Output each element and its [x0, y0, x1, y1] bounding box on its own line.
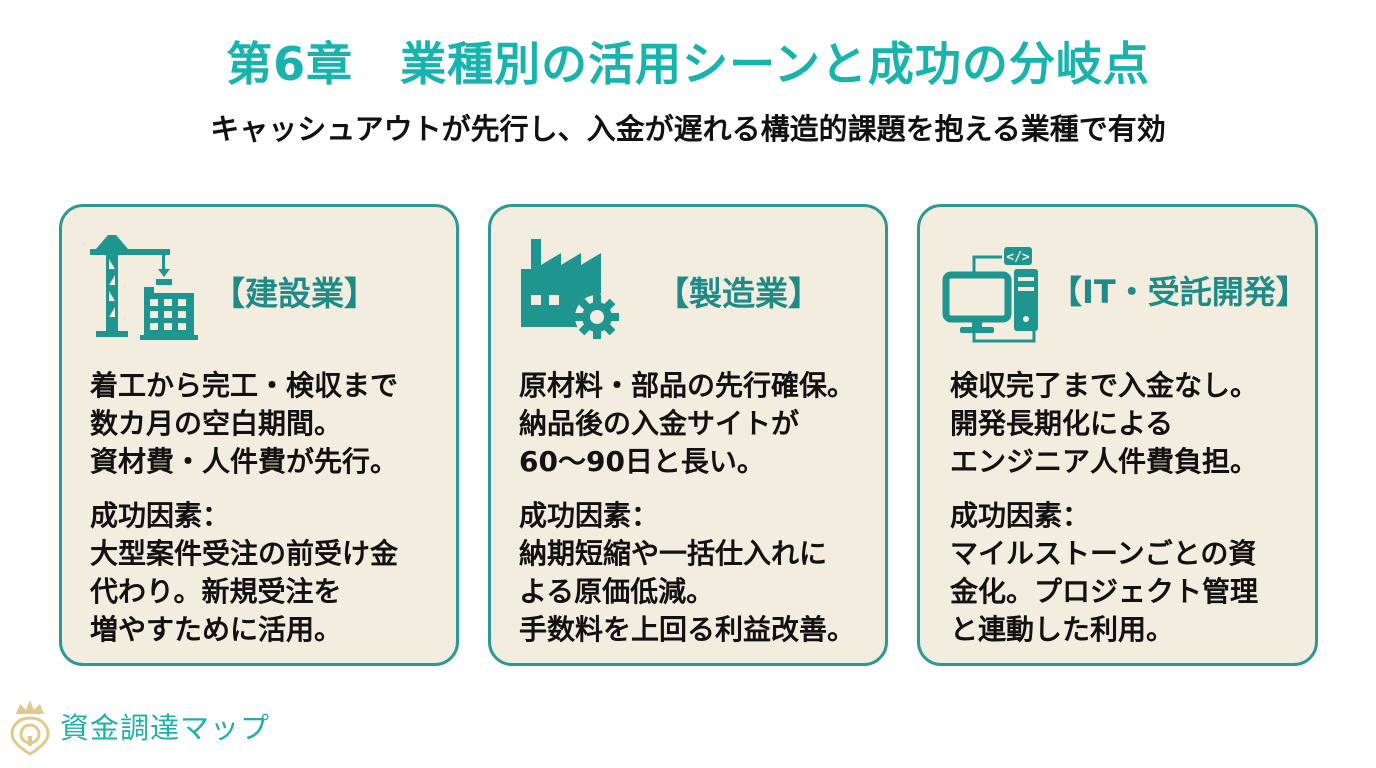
success-factor-label: 成功因素： — [90, 499, 231, 532]
svg-text:</>: </> — [1006, 250, 1030, 265]
card-description: 着工から完工・検収まで 数カ月の空白期間。 資材費・人件費が先行。 — [90, 369, 399, 478]
card-description: 原材料・部品の先行確保。 納品後の入金サイトが 60〜90日と長い。 — [519, 369, 856, 478]
card-heading: 【IT・受託開発】 — [1050, 273, 1308, 311]
factory-gear-icon — [521, 239, 619, 339]
construction-crane-icon — [90, 235, 198, 340]
success-factor-text: マイルストーンごとの資 金化。プロジェクト管理 と連動した利用。 — [950, 537, 1259, 646]
computer-code-icon: </> — [942, 247, 1038, 343]
page-title: 第6章 業種別の活用シーンと成功の分岐点 — [226, 37, 1150, 91]
success-factor-label: 成功因素： — [519, 499, 660, 532]
footer-brand: 資金調達マップ — [8, 696, 270, 756]
brand-name: 資金調達マップ — [60, 711, 271, 745]
card-manufacturing: 【製造業】 原材料・部品の先行確保。 納品後の入金サイトが 60〜90日と長い。… — [488, 204, 888, 666]
crown-pin-icon — [10, 700, 50, 756]
card-construction: 【建設業】 着工から完工・検収まで 数カ月の空白期間。 資材費・人件費が先行。 … — [59, 204, 459, 666]
card-description: 検収完了まで入金なし。 開発長期化による エンジニア人件費負担。 — [950, 369, 1259, 478]
card-it-development: </> 【IT・受託開発】 検収完了まで入金なし。 開発長期化による エンジニア… — [917, 204, 1318, 666]
success-factor-text: 大型案件受注の前受け金 代わり。新規受注を 増やすために活用。 — [90, 537, 399, 646]
card-heading: 【製造業】 — [656, 274, 821, 313]
success-factor-text: 納期短縮や一括仕入れに よる原価低減。 手数料を上回る利益改善。 — [519, 537, 856, 646]
success-factor-label: 成功因素： — [950, 499, 1091, 532]
page-subtitle: キャッシュアウトが先行し、入金が遅れる構造的課題を抱える業種で有効 — [210, 112, 1166, 146]
card-heading: 【建設業】 — [212, 274, 377, 313]
